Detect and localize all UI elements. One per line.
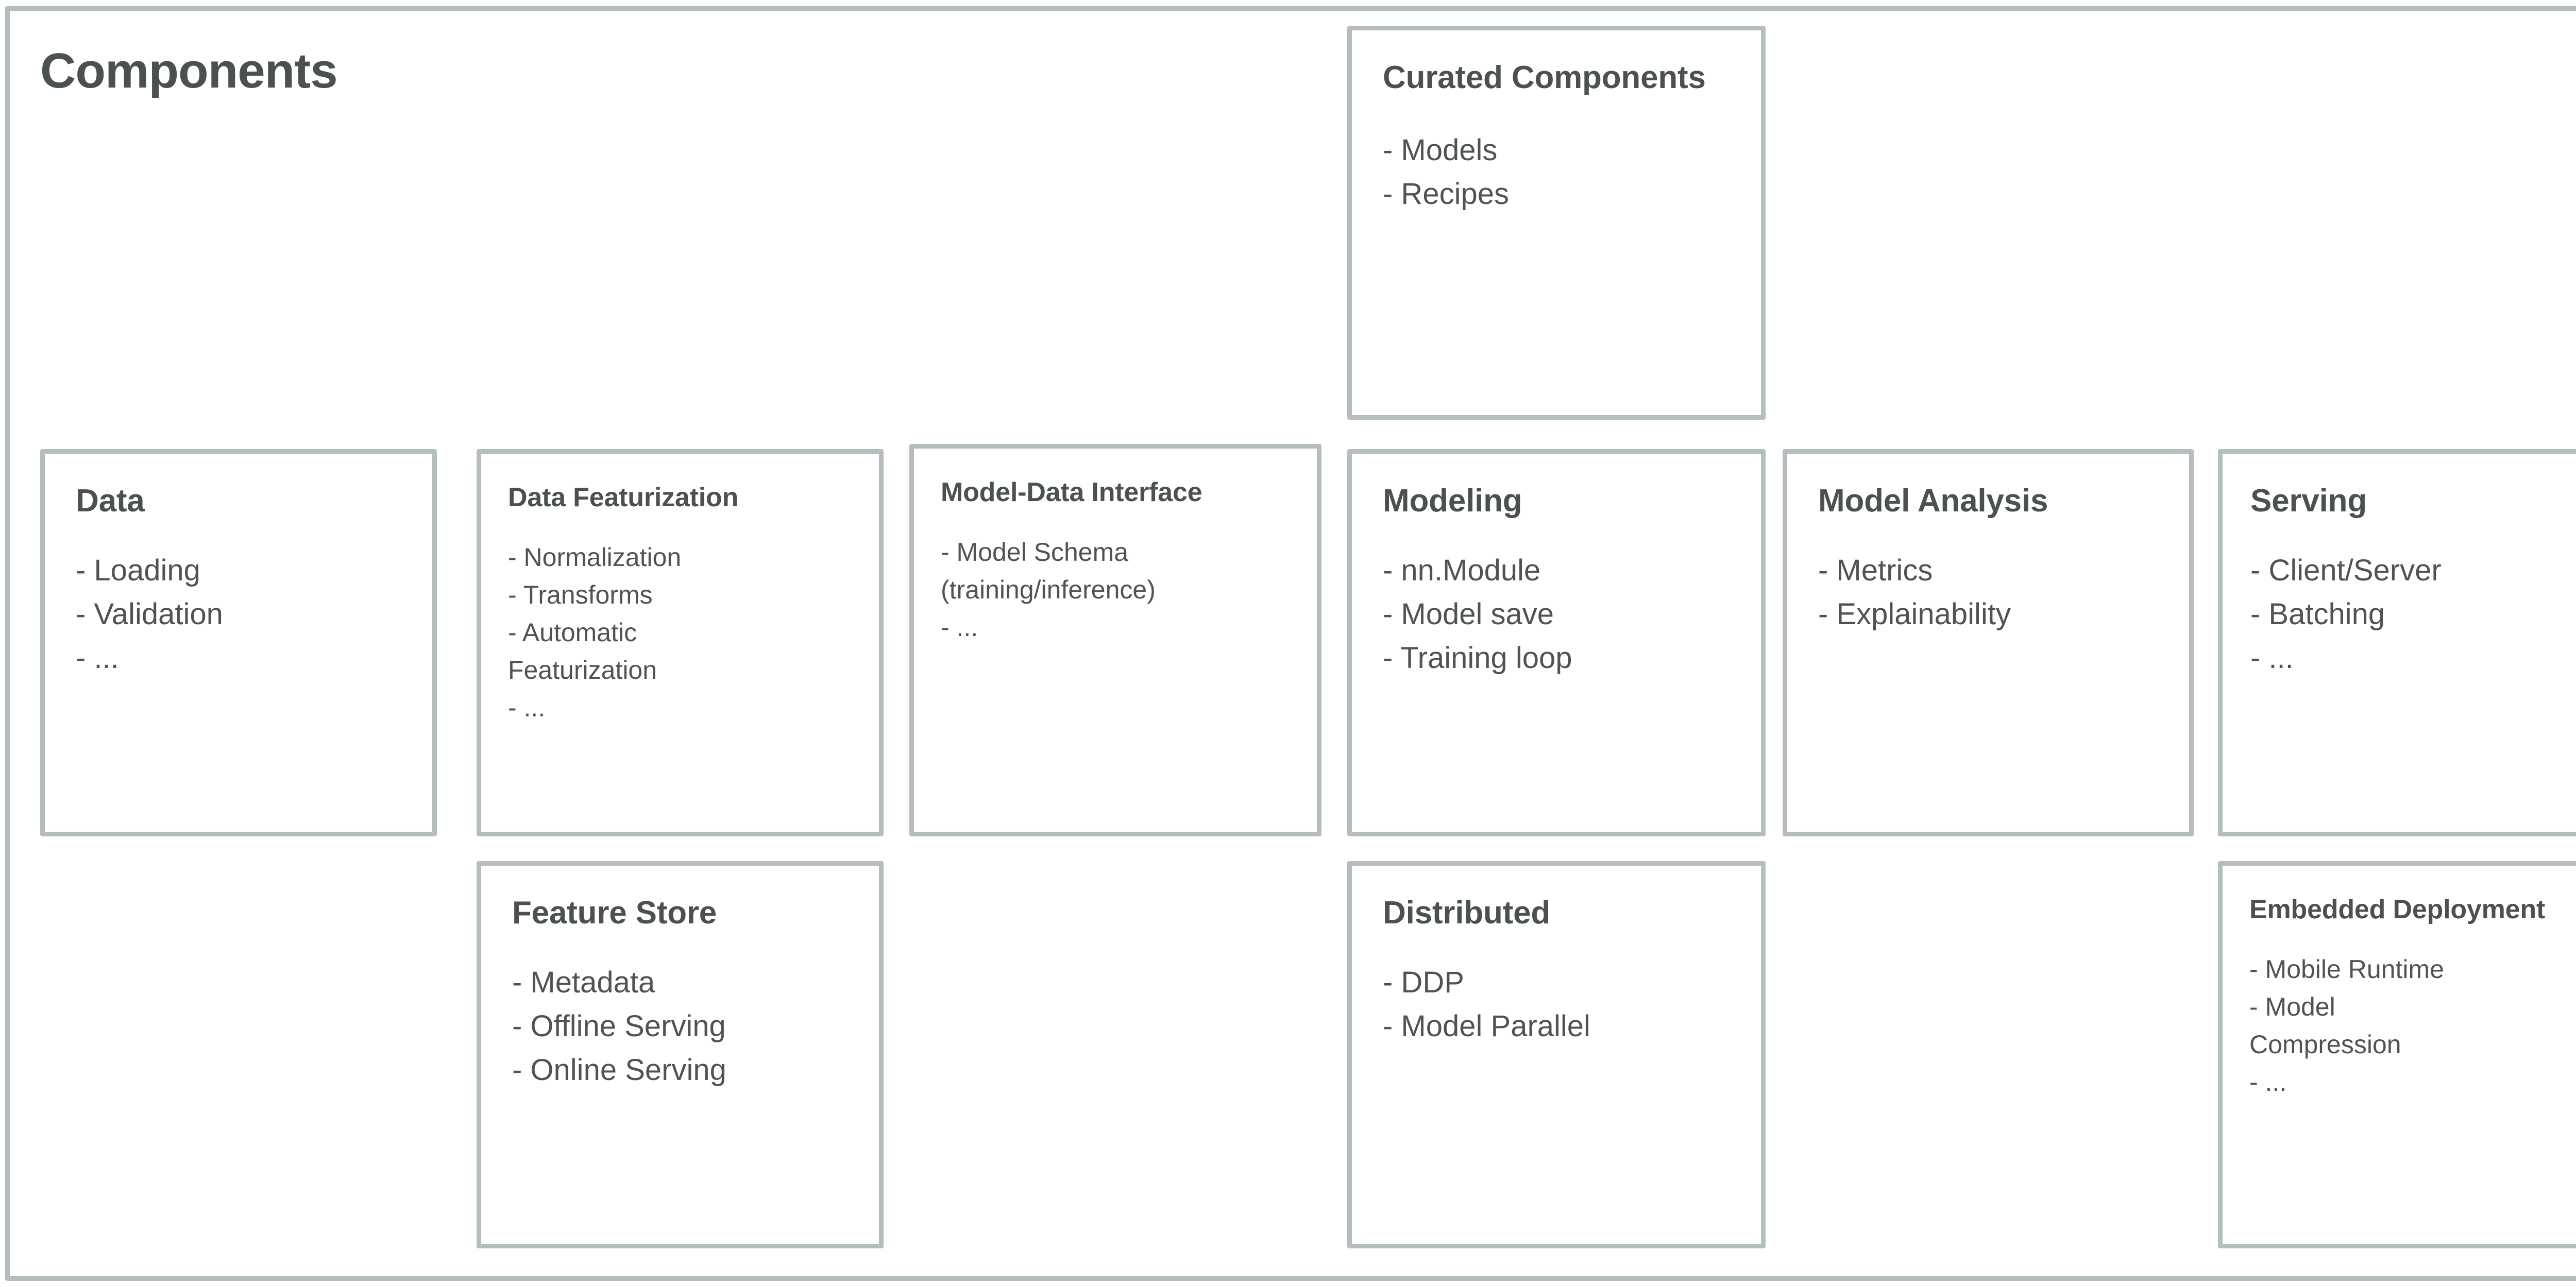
card-item-list: - Loading - Validation - ... bbox=[76, 549, 420, 680]
card-title-data-featurization: Data Featurization bbox=[508, 483, 739, 512]
card-body: Model Analysis - Metrics - Explainability bbox=[1787, 454, 2189, 832]
card-item-list: - Model Schema (training/inference) - ... bbox=[941, 534, 1304, 646]
card-list-item: - Automatic Featurization bbox=[508, 617, 657, 684]
card-body: Data - Loading - Validation - ... bbox=[45, 454, 432, 832]
card-title-model-data-interface: Model-Data Interface bbox=[941, 477, 1202, 507]
card-list-item: - Models bbox=[1383, 133, 1498, 167]
card-list-item: - Metrics bbox=[1818, 554, 1933, 588]
card-list-item: - Transforms bbox=[508, 580, 653, 609]
card-list-item: - nn.Module bbox=[1383, 554, 1541, 588]
card-serving[interactable]: Serving - Client/Server - Batching - ... bbox=[2218, 449, 2576, 836]
card-title-feature-store: Feature Store bbox=[512, 895, 717, 931]
card-title-modeling: Modeling bbox=[1383, 483, 1522, 519]
card-item-list: - Metrics - Explainability bbox=[1818, 549, 2177, 636]
card-title-distributed: Distributed bbox=[1383, 895, 1551, 931]
card-list-item: - Model save bbox=[1383, 597, 1554, 631]
card-list-item: - Loading bbox=[76, 554, 200, 588]
card-list-item: - Recipes bbox=[1383, 177, 1509, 211]
card-list-item: - Training loop bbox=[1383, 641, 1572, 675]
card-list-item: - Explainability bbox=[1818, 597, 2011, 631]
card-model-analysis[interactable]: Model Analysis - Metrics - Explainability bbox=[1783, 449, 2194, 836]
card-distributed[interactable]: Distributed - DDP - Model Parallel bbox=[1347, 861, 1766, 1248]
card-body: Serving - Client/Server - Batching - ... bbox=[2223, 454, 2576, 832]
card-title-data: Data bbox=[76, 483, 145, 519]
card-list-item: - ... bbox=[76, 641, 119, 675]
card-item-list: - Client/Server - Batching - ... bbox=[2250, 549, 2576, 680]
card-body: Data Featurization - Normalization - Tran… bbox=[481, 454, 879, 832]
card-list-item: - Online Serving bbox=[512, 1053, 726, 1087]
card-title-embedded-deployment: Embedded Deployment bbox=[2249, 895, 2546, 924]
card-curated-components[interactable]: Curated Components - Models - Recipes bbox=[1347, 26, 1766, 420]
card-list-item: - ... bbox=[508, 693, 546, 722]
card-list-item: - ... bbox=[2249, 1067, 2287, 1096]
diagram-outer-frame bbox=[5, 6, 2576, 1281]
card-list-item: - Offline Serving bbox=[512, 1009, 726, 1043]
card-list-item: - Normalization bbox=[508, 542, 682, 572]
card-body: Curated Components - Models - Recipes bbox=[1352, 30, 1761, 415]
card-item-list: - Mobile Runtime - Model Compression - ... bbox=[2249, 951, 2576, 1101]
card-list-item: - Metadata bbox=[512, 966, 655, 1000]
card-item-list: - DDP - Model Parallel bbox=[1383, 961, 1749, 1048]
card-list-item: - Mobile Runtime bbox=[2249, 954, 2444, 984]
card-body: Embedded Deployment - Mobile Runtime- Mo… bbox=[2223, 866, 2576, 1244]
card-title-serving: Serving bbox=[2250, 483, 2367, 519]
card-body: Model-Data Interface - Model Schema (tra… bbox=[914, 449, 1317, 832]
card-feature-store[interactable]: Feature Store - Metadata - Offline Servin… bbox=[477, 861, 884, 1248]
card-title-curated-components: Curated Components bbox=[1383, 60, 1706, 95]
card-data-featurization[interactable]: Data Featurization - Normalization - Tran… bbox=[477, 449, 884, 836]
card-body: Feature Store - Metadata - Offline Servin… bbox=[481, 866, 879, 1244]
page-title: Components bbox=[40, 43, 338, 98]
card-model-data-interface[interactable]: Model-Data Interface - Model Schema (tra… bbox=[909, 444, 1321, 836]
card-item-list: - nn.Module - Model save - Training loop bbox=[1383, 549, 1749, 680]
card-body: Modeling - nn.Module - Model save - Traini… bbox=[1352, 454, 1761, 832]
card-title-model-analysis: Model Analysis bbox=[1818, 483, 2048, 519]
card-list-item: - Model Schema (training/inference) bbox=[941, 537, 1156, 604]
card-embedded-deployment[interactable]: Embedded Deployment - Mobile Runtime- Mo… bbox=[2218, 861, 2576, 1248]
card-item-list: - Models - Recipes bbox=[1383, 129, 1749, 216]
card-list-item: - Model Compression bbox=[2249, 992, 2401, 1059]
card-item-list: - Normalization - Transforms - Automatic F… bbox=[508, 539, 867, 727]
card-list-item: - ... bbox=[941, 612, 978, 642]
card-list-item: - ... bbox=[2250, 641, 2294, 675]
card-body: Distributed - DDP - Model Parallel bbox=[1352, 866, 1761, 1244]
card-data[interactable]: Data - Loading - Validation - ... bbox=[40, 449, 437, 836]
card-list-item: - Client/Server bbox=[2250, 554, 2442, 588]
card-list-item: - Validation bbox=[76, 597, 223, 631]
card-item-list: - Metadata - Offline Serving - Online Serv… bbox=[512, 961, 867, 1092]
card-list-item: - DDP bbox=[1383, 966, 1464, 1000]
card-list-item: - Model Parallel bbox=[1383, 1009, 1590, 1043]
card-modeling[interactable]: Modeling - nn.Module - Model save - Traini… bbox=[1347, 449, 1766, 836]
card-list-item: - Batching bbox=[2250, 597, 2385, 631]
